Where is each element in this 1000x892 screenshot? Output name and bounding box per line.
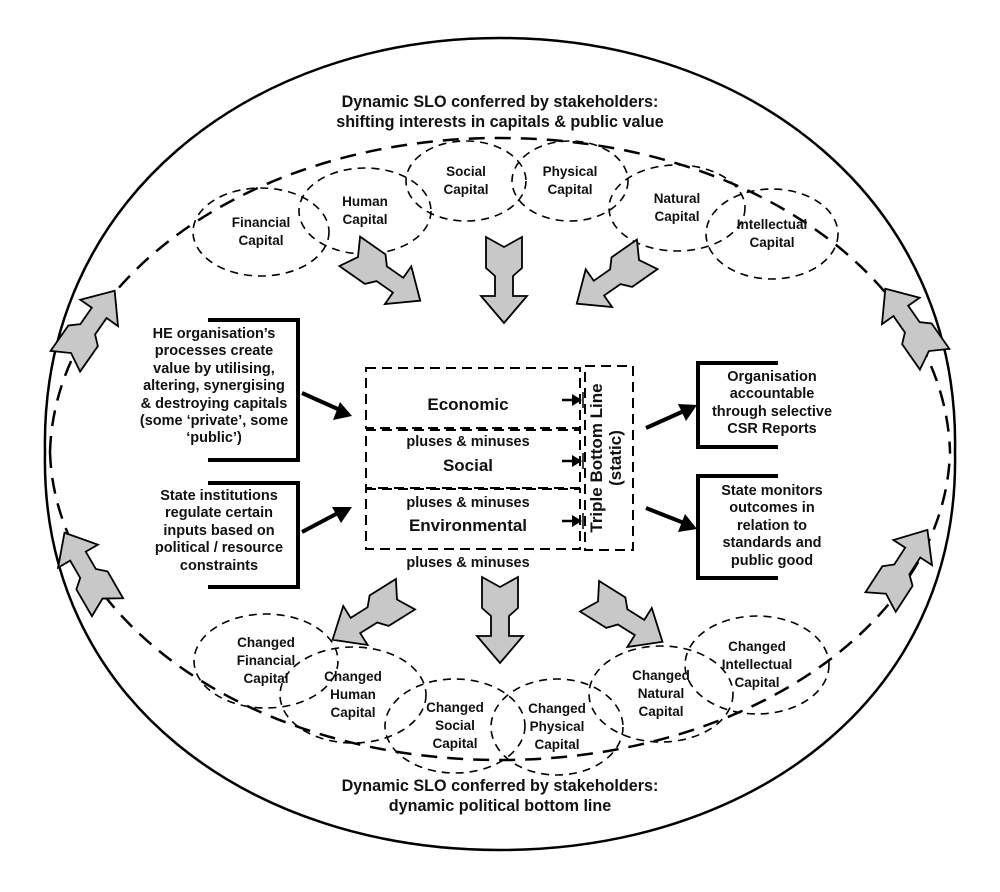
top-title: Dynamic SLO conferred by stakeholders: s… bbox=[336, 92, 664, 132]
outer-boundary-bottom bbox=[43, 451, 957, 852]
block-arrow-loop-left-upper-icon bbox=[48, 289, 120, 374]
block-arrow-loop-right-lower-icon bbox=[863, 528, 934, 614]
block-arrow-input-to-process-center-icon bbox=[479, 235, 529, 325]
input-capital-label: Natural Capital bbox=[653, 191, 701, 224]
pillar-social-sub: pluses & minuses bbox=[406, 494, 530, 511]
input-capital-label: Intellectual Capital bbox=[736, 217, 808, 250]
block-arrow-loop-right-upper-icon bbox=[880, 287, 952, 372]
output-capital-label: Changed Human Capital bbox=[324, 669, 382, 720]
triple-bottom-line-box bbox=[584, 365, 634, 551]
output-capital-ellipse bbox=[384, 678, 526, 774]
input-capital-label: Human Capital bbox=[342, 194, 388, 227]
output-capital-ellipse bbox=[588, 645, 734, 743]
input-capital-label: Financial Capital bbox=[231, 215, 291, 248]
arrow-left-to-pillars-1 bbox=[301, 391, 352, 420]
output-capital-label: Changed Physical Capital bbox=[528, 701, 586, 752]
left-box-1-bracket bbox=[208, 318, 300, 462]
output-capital-label: Changed Natural Capital bbox=[632, 668, 690, 719]
left-box-2-bracket bbox=[208, 481, 300, 589]
pillar-economic-box bbox=[365, 367, 581, 429]
right-box-1-text: Organisation accountable through selecti… bbox=[711, 369, 833, 438]
output-capital-label: Changed Social Capital bbox=[426, 700, 484, 751]
output-capital-label: Changed Financial Capital bbox=[236, 635, 296, 686]
pillar-environmental-box bbox=[365, 488, 581, 550]
right-box-2-bracket bbox=[696, 474, 778, 580]
block-arrow-input-to-process-right-icon bbox=[575, 237, 660, 309]
pillar-social-heading: Social bbox=[442, 455, 494, 475]
block-arrow-loop-left-lower-icon bbox=[56, 531, 125, 619]
left-box-2-text: State institutions regulate certain inpu… bbox=[154, 488, 284, 574]
output-capital-ellipse bbox=[684, 615, 830, 715]
block-arrow-process-to-output-left-icon bbox=[331, 577, 417, 647]
block-arrow-process-to-output-right-icon bbox=[578, 579, 664, 649]
output-capital-ellipse bbox=[193, 613, 339, 709]
input-capital-label: Physical Capital bbox=[542, 164, 598, 197]
pillar-social-box bbox=[365, 429, 581, 489]
pillar-social: Social pluses & minuses bbox=[366, 437, 570, 531]
right-box-1-bracket bbox=[696, 361, 778, 449]
input-capital-ellipse bbox=[511, 140, 629, 222]
output-capital-ellipse bbox=[279, 646, 427, 744]
input-capital-ellipse bbox=[405, 140, 527, 222]
block-arrow-input-to-process-left-icon bbox=[337, 234, 422, 306]
right-box-2-text: State monitors outcomes in relation to s… bbox=[721, 483, 823, 569]
input-capital-ellipse bbox=[608, 164, 746, 252]
pillar-environmental: Environmental pluses & minuses bbox=[366, 497, 570, 591]
arrow-tbl-to-right-1 bbox=[645, 404, 697, 430]
triple-bottom-line-label: Triple Bottom Line (static) bbox=[587, 383, 625, 533]
arrow-environmental-to-tbl bbox=[562, 513, 584, 529]
outer-boundary-top bbox=[43, 36, 957, 453]
pillar-economic-heading: Economic bbox=[427, 394, 509, 414]
pillar-environmental-sub: pluses & minuses bbox=[406, 554, 530, 571]
arrow-left-to-pillars-2 bbox=[301, 507, 352, 534]
input-capital-ellipse bbox=[192, 187, 330, 277]
bottom-title: Dynamic SLO conferred by stakeholders: d… bbox=[341, 776, 659, 816]
block-arrow-process-to-output-center-icon bbox=[475, 575, 525, 665]
input-capital-ellipse bbox=[705, 188, 839, 280]
output-capital-label: Changed Intellectual Capital bbox=[721, 639, 793, 690]
pillar-environmental-heading: Environmental bbox=[408, 515, 528, 535]
input-capital-label: Social Capital bbox=[443, 164, 489, 197]
arrow-tbl-to-right-2 bbox=[645, 506, 697, 532]
arrow-economic-to-tbl bbox=[562, 392, 584, 408]
pillar-economic-sub: pluses & minuses bbox=[406, 433, 530, 450]
inner-dashed-loop-bottom bbox=[48, 451, 952, 762]
pillar-economic: Economic pluses & minuses bbox=[366, 376, 570, 470]
arrow-social-to-tbl bbox=[562, 453, 584, 469]
output-capital-ellipse bbox=[490, 678, 624, 776]
left-box-1-text: HE organisation’s processes create value… bbox=[139, 326, 289, 447]
